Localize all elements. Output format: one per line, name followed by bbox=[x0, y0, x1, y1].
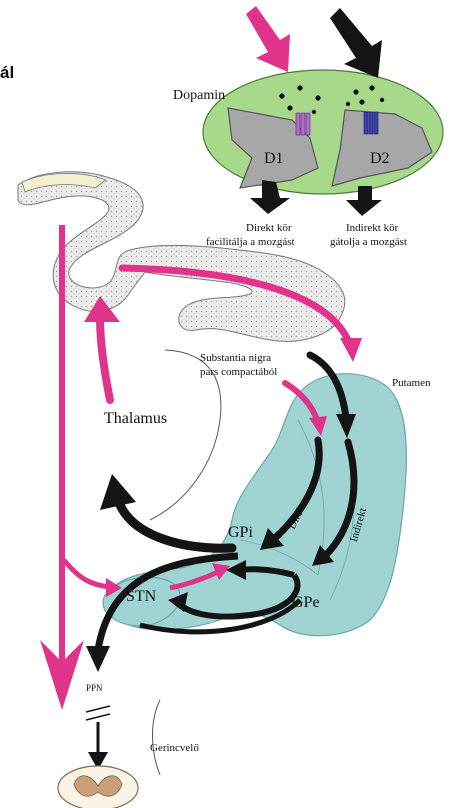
thalamus-label: Thalamus bbox=[104, 410, 167, 428]
spinal-cord-icon bbox=[58, 766, 138, 808]
spinal-outline bbox=[153, 700, 161, 775]
d2-receptor-icon bbox=[364, 112, 378, 134]
direkt-kor-label-line2: facilitálja a mozgást bbox=[206, 236, 295, 248]
d2-label: D2 bbox=[370, 150, 390, 168]
thalamus-to-cortex-arrow bbox=[100, 318, 110, 400]
direkt-kor-label-line1: Direkt kör bbox=[246, 222, 292, 234]
substantia-label-line2: pars compactából bbox=[200, 366, 277, 378]
cortex-band bbox=[18, 172, 345, 342]
gpi-to-thalamus-arrow bbox=[118, 500, 232, 548]
indirekt-kor-label-line1: Indirekt kör bbox=[346, 222, 398, 234]
gpi-label: GPi bbox=[228, 524, 253, 542]
ppn-label: PPN bbox=[86, 684, 103, 694]
d1-label: D1 bbox=[264, 150, 284, 168]
gpi-to-ppn-arrowhead bbox=[86, 646, 110, 672]
gpe-label: GPe bbox=[292, 594, 320, 612]
ppn-tick-2 bbox=[86, 714, 110, 720]
substantia-label-line1: Substantia nigra bbox=[200, 352, 271, 364]
putamen-label: Putamen bbox=[392, 377, 431, 389]
indirekt-kor-label-line2: gátolja a mozgást bbox=[330, 236, 407, 248]
dopamin-label: Dopamin bbox=[173, 88, 225, 103]
gpi-to-thalamus-arrowhead bbox=[100, 474, 136, 510]
black-input-arrow bbox=[330, 8, 382, 78]
magenta-input-arrow bbox=[246, 6, 290, 72]
gerincvelo-label: Gerincvelő bbox=[150, 742, 199, 754]
corner-text: ál bbox=[0, 64, 14, 83]
cortex-to-stn-arrow bbox=[64, 560, 110, 587]
stn-label: STN bbox=[126, 588, 156, 606]
cortex-to-putamen-arrowhead bbox=[340, 338, 362, 362]
ppn-tick-1 bbox=[86, 706, 110, 712]
d1-receptor-icon bbox=[296, 113, 310, 135]
